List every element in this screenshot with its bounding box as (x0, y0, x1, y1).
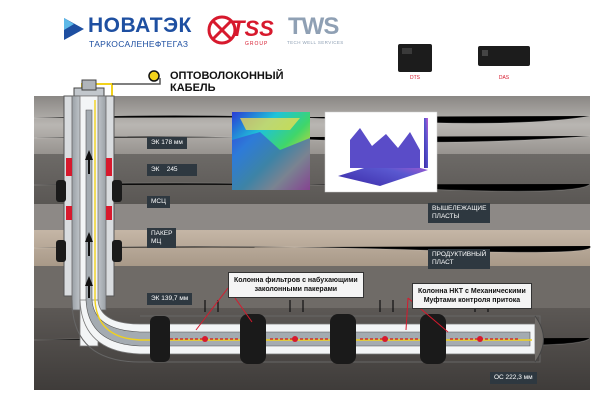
tag-productive-line1: ПРОДУКТИВНЫЙ (432, 251, 487, 258)
dts-device (398, 44, 432, 72)
callout-tubing-string: Колонна НКТ с Механическими Муфтами конт… (412, 283, 532, 309)
callout-tubing-line1: Колонна НКТ с Механическими (418, 288, 526, 295)
das-label: DAS (498, 75, 510, 81)
rock-layer-overlying (34, 204, 590, 230)
novatek-subtitle: ТАРКОСАЛЕНЕФТЕГАЗ (89, 39, 189, 49)
tag-productive-line2: ПЛАСТ (432, 259, 454, 266)
callout-tubing-line2: Муфтами контроля притока (423, 297, 521, 304)
swellable-packers (150, 314, 446, 364)
tag-ek139: ЭК 139,7 мм (147, 293, 193, 305)
das-device (478, 46, 530, 66)
tss-emblem-icon (207, 15, 237, 45)
tws-subtitle: TECH WELL SERVICES (287, 40, 344, 45)
fiber-cable-label-line2: КАБЕЛЬ (170, 82, 216, 94)
packer-1 (240, 314, 266, 364)
novatek-emblem-icon (64, 18, 84, 40)
tss-logo: TSS GROUP (207, 13, 277, 49)
dts-label: DTS (410, 75, 420, 81)
tag-ek178: ЭК 178 мм (147, 137, 187, 149)
packer-2 (330, 314, 356, 364)
tag-overlying-layers: ВЫШЕЛЕЖАЩИЕ ПЛАСТЫ (428, 203, 491, 223)
tss-subtitle: GROUP (245, 41, 269, 47)
tag-packer-line2: МЦ (151, 238, 162, 245)
packer-0 (150, 316, 170, 362)
tag-msc: МСЦ (147, 196, 170, 208)
tag-productive-layer: ПРОДУКТИВНЫЙ ПЛАСТ (428, 249, 491, 269)
tag-overlying-line1: ВЫШЕЛЕЖАЩИЕ (432, 205, 487, 212)
tag-ek245-part2: 245 (166, 166, 178, 173)
fiber-cable-marker-icon (148, 70, 160, 82)
fiber-cable-label-line1: ОПТОВОЛОКОННЫЙ (170, 70, 284, 82)
packer-3 (420, 314, 446, 364)
tubing-string (85, 109, 531, 347)
fiber-cable-downhole (94, 100, 532, 341)
tws-name: TWS (288, 13, 339, 40)
tag-packer-line1: ПАКЕР (151, 230, 173, 237)
rock-layer-dark (34, 154, 590, 204)
tss-name: TSS (231, 16, 274, 41)
rock-layer-upper (34, 96, 590, 154)
novatek-logo: НОВАТЭК ТАРКОСАЛЕНЕФТЕГАЗ (62, 12, 207, 52)
tag-packer: ПАКЕР МЦ (147, 228, 177, 248)
tag-ek245-part1: ЭК (151, 166, 160, 173)
tag-ek245: ЭК 245 (147, 164, 197, 176)
fiber-cable-label: ОПТОВОЛОКОННЫЙ КАБЕЛЬ (170, 70, 284, 94)
temperature-surface-plot (232, 112, 310, 190)
tag-os222: ОС 222,3 мм (490, 372, 537, 384)
novatek-name: НОВАТЭК (88, 14, 192, 37)
tag-overlying-line2: ПЛАСТЫ (432, 213, 460, 220)
callout-filter-line2: заколонными пакерами (254, 286, 338, 293)
acoustic-surface-plot (324, 111, 438, 193)
callout-filter-line1: Колонна фильтров с набухающими (234, 277, 358, 284)
callout-filter-string: Колонна фильтров с набухающими заколонны… (228, 272, 364, 298)
tws-logo: TWS TECH WELL SERVICES (287, 13, 367, 49)
